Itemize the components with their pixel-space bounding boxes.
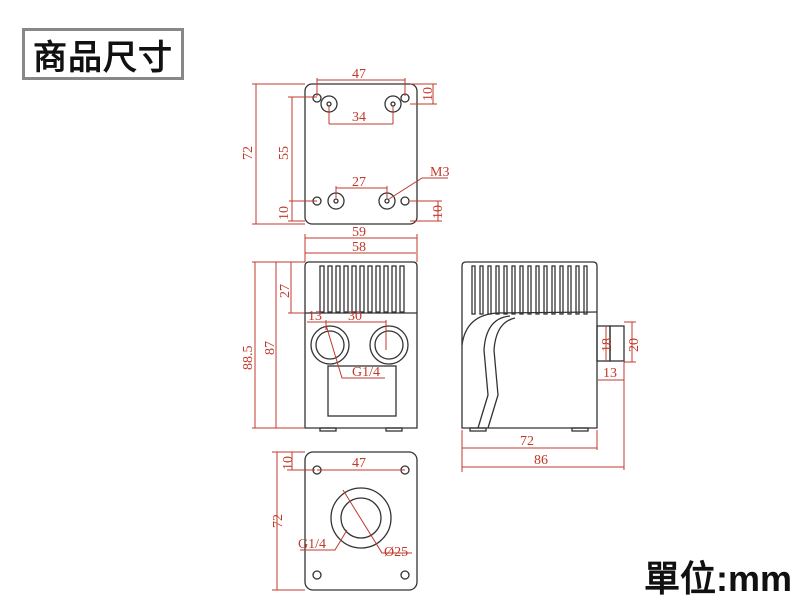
- dim-bottom-10: 10: [281, 456, 296, 470]
- dim-top-34: 34: [352, 110, 366, 125]
- dim-front-59: 59: [352, 225, 366, 240]
- dim-top-10a: 10: [421, 87, 436, 101]
- bottom-view: 47 10 72 G1/4 Ø25: [271, 451, 418, 591]
- dim-front-13: 13: [308, 309, 322, 324]
- front-view: 59 58 88.5 87 27 13 30 G1/4: [241, 225, 418, 432]
- top-view: 47 10 34 72 55 10 27 M3 10: [241, 67, 449, 225]
- dim-top-47: 47: [352, 67, 366, 82]
- dim-front-30: 30: [348, 309, 362, 324]
- bottom-port-diameter: Ø25: [384, 545, 408, 560]
- dim-side-13: 13: [603, 366, 617, 381]
- dim-top-10b: 10: [277, 206, 292, 220]
- dim-top-72: 72: [241, 146, 256, 160]
- side-view: 18 20 13 72 86: [461, 261, 642, 472]
- thread-label-m3: M3: [430, 165, 449, 180]
- dim-bottom-72: 72: [271, 514, 286, 528]
- dim-side-20: 20: [627, 338, 642, 352]
- dim-top-10c: 10: [431, 205, 446, 219]
- page-title: 商品尺寸: [22, 28, 184, 80]
- dim-front-87: 87: [263, 341, 278, 355]
- dim-side-72: 72: [520, 434, 534, 449]
- dim-top-55: 55: [277, 146, 292, 160]
- dim-front-58: 58: [352, 240, 366, 255]
- dim-front-27: 27: [278, 284, 293, 298]
- dim-side-86: 86: [534, 453, 548, 468]
- dim-side-18: 18: [600, 338, 615, 352]
- dim-bottom-47: 47: [352, 456, 366, 471]
- dim-top-27: 27: [352, 175, 366, 190]
- port-thread-label: G1/4: [352, 365, 380, 380]
- unit-label: 單位:mm: [643, 558, 792, 599]
- bottom-port-thread: G1/4: [298, 537, 326, 552]
- dim-front-88-5: 88.5: [241, 346, 256, 371]
